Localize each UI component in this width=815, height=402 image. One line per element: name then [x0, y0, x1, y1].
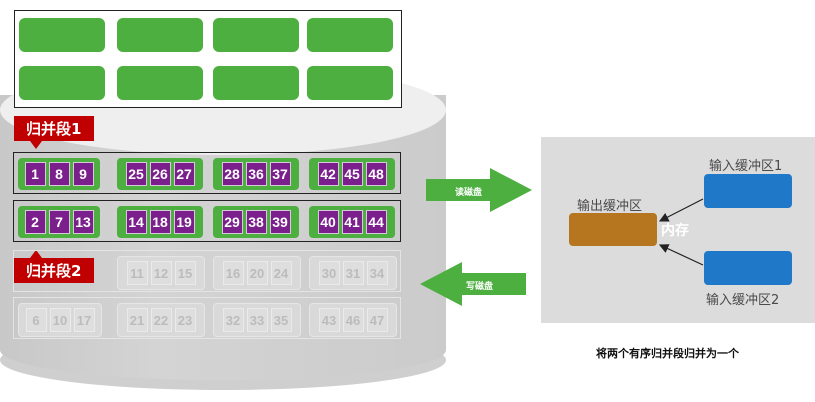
segment-1-block-1: 1 8 9 — [18, 158, 100, 190]
record-cell: 27 — [173, 162, 195, 186]
ghost-cell: 24 — [270, 261, 292, 285]
segment-1-label: 归并段1 — [14, 116, 94, 141]
segment-1-block-2: 25 26 27 — [117, 158, 203, 190]
record-cell: 48 — [365, 162, 387, 186]
top-buffer-frame — [14, 10, 402, 108]
write-disk-arrow — [420, 262, 526, 306]
ghost-cell: 35 — [270, 308, 292, 332]
ghost-cell: 43 — [318, 308, 340, 332]
record-cell: 13 — [72, 210, 94, 234]
input-2-to-output-arrow — [658, 244, 704, 266]
ghost-row-2 — [13, 297, 401, 339]
record-cell: 29 — [221, 210, 243, 234]
ghost-cell: 34 — [366, 261, 388, 285]
segment-2-block-2: 14 18 19 — [117, 206, 203, 238]
ghost-block: 6 10 17 — [18, 303, 102, 337]
ghost-cell: 6 — [25, 308, 47, 332]
record-cell: 14 — [125, 210, 147, 234]
record-cell: 37 — [269, 162, 291, 186]
ghost-cell: 17 — [73, 308, 95, 332]
input-1-to-output-arrow — [658, 198, 704, 222]
ghost-block: 30 31 34 — [309, 256, 397, 290]
ghost-cell: 30 — [318, 261, 340, 285]
diagram-caption: 将两个有序归并段归并为一个 — [596, 347, 739, 360]
segment-1-block-4: 42 45 48 — [309, 158, 395, 190]
segment-1-row — [13, 152, 401, 194]
input-buffer-1-label: 输入缓冲区1 — [709, 159, 783, 174]
ghost-row-1 — [13, 250, 401, 292]
output-buffer — [569, 213, 657, 246]
read-disk-arrow — [426, 168, 532, 212]
ghost-block: 21 22 23 — [117, 303, 205, 337]
segment-2-label-pointer — [30, 250, 42, 258]
ghost-cell: 23 — [174, 308, 196, 332]
ghost-cell: 32 — [222, 308, 244, 332]
segment-2-label-text: 归并段2 — [26, 262, 82, 280]
ghost-block: 16 20 24 — [213, 256, 301, 290]
record-cell: 40 — [317, 210, 339, 234]
buffer-block — [19, 66, 105, 100]
input-buffer-2 — [704, 251, 792, 285]
record-cell: 8 — [48, 162, 70, 186]
segment-2-block-4: 40 41 44 — [309, 206, 395, 238]
buffer-block — [213, 66, 299, 100]
ghost-cell: 22 — [150, 308, 172, 332]
memory-label: 内存 — [661, 223, 689, 239]
buffer-block — [307, 66, 393, 100]
ghost-cell: 21 — [126, 308, 148, 332]
ghost-cell: 10 — [49, 308, 71, 332]
record-cell: 39 — [269, 210, 291, 234]
buffer-block — [117, 66, 203, 100]
record-cell: 41 — [341, 210, 363, 234]
record-cell: 7 — [48, 210, 70, 234]
ghost-cell: 20 — [246, 261, 268, 285]
record-cell: 28 — [221, 162, 243, 186]
record-cell: 26 — [149, 162, 171, 186]
segment-2-block-3: 29 38 39 — [213, 206, 299, 238]
ghost-cell: 15 — [174, 261, 196, 285]
record-cell: 36 — [245, 162, 267, 186]
record-cell: 38 — [245, 210, 267, 234]
output-buffer-label: 输出缓冲区 — [577, 199, 643, 214]
record-cell: 18 — [149, 210, 171, 234]
ghost-cell: 46 — [342, 308, 364, 332]
buffer-block — [213, 18, 299, 52]
ghost-block: 32 33 35 — [213, 303, 301, 337]
record-cell: 19 — [173, 210, 195, 234]
record-cell: 2 — [24, 210, 46, 234]
segment-2-block-1: 2 7 13 — [18, 206, 100, 238]
record-cell: 9 — [72, 162, 94, 186]
segment-2-label: 归并段2 — [14, 258, 94, 283]
record-cell: 25 — [125, 162, 147, 186]
record-cell: 1 — [24, 162, 46, 186]
record-cell: 45 — [341, 162, 363, 186]
ghost-cell: 33 — [246, 308, 268, 332]
segment-2-row — [13, 200, 401, 242]
ghost-block: 11 12 15 — [117, 256, 205, 290]
record-cell: 44 — [365, 210, 387, 234]
buffer-block — [19, 18, 105, 52]
record-cell: 42 — [317, 162, 339, 186]
segment-1-label-text: 归并段1 — [26, 120, 82, 138]
write-disk-label: 写磁盘 — [466, 282, 494, 292]
memory-flow-arrows — [658, 198, 704, 266]
segment-1-block-3: 28 36 37 — [213, 158, 299, 190]
ghost-block: 43 46 47 — [309, 303, 397, 337]
read-disk-label: 读磁盘 — [455, 188, 483, 198]
ghost-cell: 11 — [126, 261, 148, 285]
buffer-block — [307, 18, 393, 52]
ghost-cell: 16 — [222, 261, 244, 285]
ghost-cell: 47 — [366, 308, 388, 332]
segment-1-label-pointer — [30, 141, 42, 149]
input-buffer-2-label: 输入缓冲区2 — [706, 293, 780, 308]
ghost-cell: 31 — [342, 261, 364, 285]
input-buffer-1 — [704, 174, 792, 208]
buffer-block — [117, 18, 203, 52]
ghost-cell: 12 — [150, 261, 172, 285]
